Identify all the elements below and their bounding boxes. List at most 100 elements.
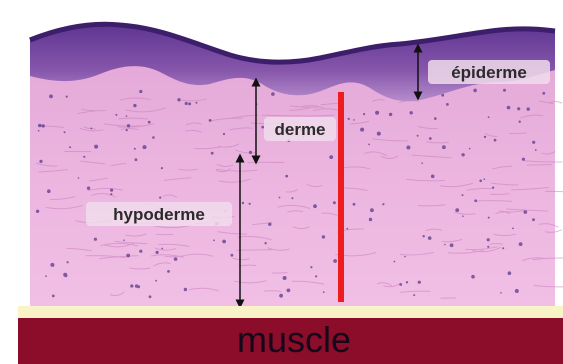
cell-nucleus (94, 238, 97, 241)
cell-nucleus (431, 175, 435, 179)
cell-nucleus (188, 102, 191, 105)
cell-nucleus (517, 107, 520, 110)
cell-nucleus (242, 202, 244, 204)
cell-nucleus (418, 281, 421, 284)
cell-nucleus (329, 155, 333, 159)
cell-nucleus (473, 89, 477, 93)
cell-nucleus (389, 113, 392, 116)
cell-nucleus (310, 266, 312, 268)
cell-nucleus (488, 116, 490, 118)
cell-nucleus (287, 289, 291, 293)
cell-nucleus (492, 187, 494, 189)
cell-nucleus (223, 133, 225, 135)
muscle-top-strip (18, 306, 563, 318)
cell-nucleus (130, 284, 133, 287)
cell-nucleus (66, 96, 68, 98)
cell-nucleus (434, 117, 437, 120)
cell-nucleus (333, 201, 336, 204)
cell-nucleus (155, 280, 157, 282)
cell-nucleus (515, 289, 519, 293)
cell-nucleus (139, 90, 142, 93)
cell-nucleus (174, 257, 178, 261)
cell-nucleus (268, 223, 271, 226)
cell-nucleus (455, 208, 459, 212)
cell-nucleus (42, 124, 45, 127)
cell-nucleus (126, 129, 128, 131)
cell-nucleus (39, 160, 42, 163)
cell-nucleus (127, 124, 130, 127)
cell-nucleus (446, 103, 449, 106)
cell-nucleus (471, 275, 475, 279)
cell-nucleus (524, 210, 528, 214)
cell-nucleus (377, 132, 381, 136)
cell-nucleus (535, 149, 537, 151)
cell-nucleus (49, 95, 53, 99)
cell-nucleus (532, 141, 535, 144)
cell-nucleus (399, 283, 402, 286)
cell-nucleus (519, 121, 521, 123)
cell-nucleus (50, 263, 54, 267)
cell-nucleus (64, 131, 66, 133)
cell-nucleus (148, 121, 151, 124)
cell-nucleus (323, 291, 325, 293)
cell-nucleus (69, 146, 71, 148)
cell-nucleus (413, 294, 415, 296)
cell-nucleus (469, 148, 471, 150)
cell-nucleus (315, 275, 317, 277)
cell-nucleus (63, 273, 67, 277)
cell-nucleus (444, 244, 446, 246)
cell-nucleus (167, 270, 170, 273)
cell-nucleus (45, 275, 47, 277)
cell-nucleus (283, 276, 287, 280)
cell-nucleus (67, 261, 69, 263)
cell-nucleus (249, 151, 252, 154)
cell-nucleus (484, 136, 486, 138)
cell-nucleus (462, 215, 464, 217)
cell-nucleus (83, 156, 85, 158)
cell-nucleus (264, 242, 266, 244)
cell-nucleus (36, 210, 39, 213)
cell-nucleus (152, 136, 155, 139)
cell-nucleus (484, 178, 486, 180)
cell-nucleus (313, 204, 317, 208)
cell-nucleus (479, 180, 482, 183)
cell-nucleus (487, 238, 490, 241)
cell-nucleus (394, 261, 396, 263)
cell-nucleus (211, 152, 214, 155)
cell-nucleus (52, 295, 55, 298)
cell-nucleus (333, 259, 337, 263)
cell-nucleus (231, 254, 234, 257)
cell-nucleus (428, 236, 432, 240)
cell-nucleus (279, 197, 281, 199)
cell-nucleus (370, 208, 374, 212)
cell-nucleus (500, 292, 502, 294)
cell-nucleus (38, 130, 40, 132)
cell-nucleus (213, 239, 215, 241)
cell-nucleus (375, 111, 379, 115)
cell-nucleus (177, 98, 180, 101)
cell-nucleus (291, 197, 293, 199)
cell-nucleus (348, 118, 350, 120)
cell-nucleus (508, 271, 512, 275)
cell-nucleus (161, 248, 163, 250)
cell-nucleus (91, 127, 93, 129)
cell-nucleus (353, 119, 355, 121)
cell-nucleus (47, 189, 51, 193)
cell-nucleus (139, 250, 142, 253)
cell-nucleus (126, 254, 130, 258)
cell-nucleus (38, 124, 42, 128)
cell-nucleus (417, 135, 419, 137)
cell-nucleus (110, 189, 113, 192)
collagen-fiber (509, 133, 527, 134)
cell-nucleus (110, 193, 112, 195)
cell-nucleus (474, 199, 477, 202)
cell-nucleus (462, 194, 464, 196)
collagen-fiber (545, 191, 563, 192)
cell-nucleus (522, 158, 525, 161)
cell-nucleus (353, 203, 356, 206)
dermis-label: derme (274, 120, 325, 139)
cell-nucleus (285, 175, 288, 178)
cell-nucleus (135, 158, 138, 161)
cell-nucleus (133, 104, 136, 107)
